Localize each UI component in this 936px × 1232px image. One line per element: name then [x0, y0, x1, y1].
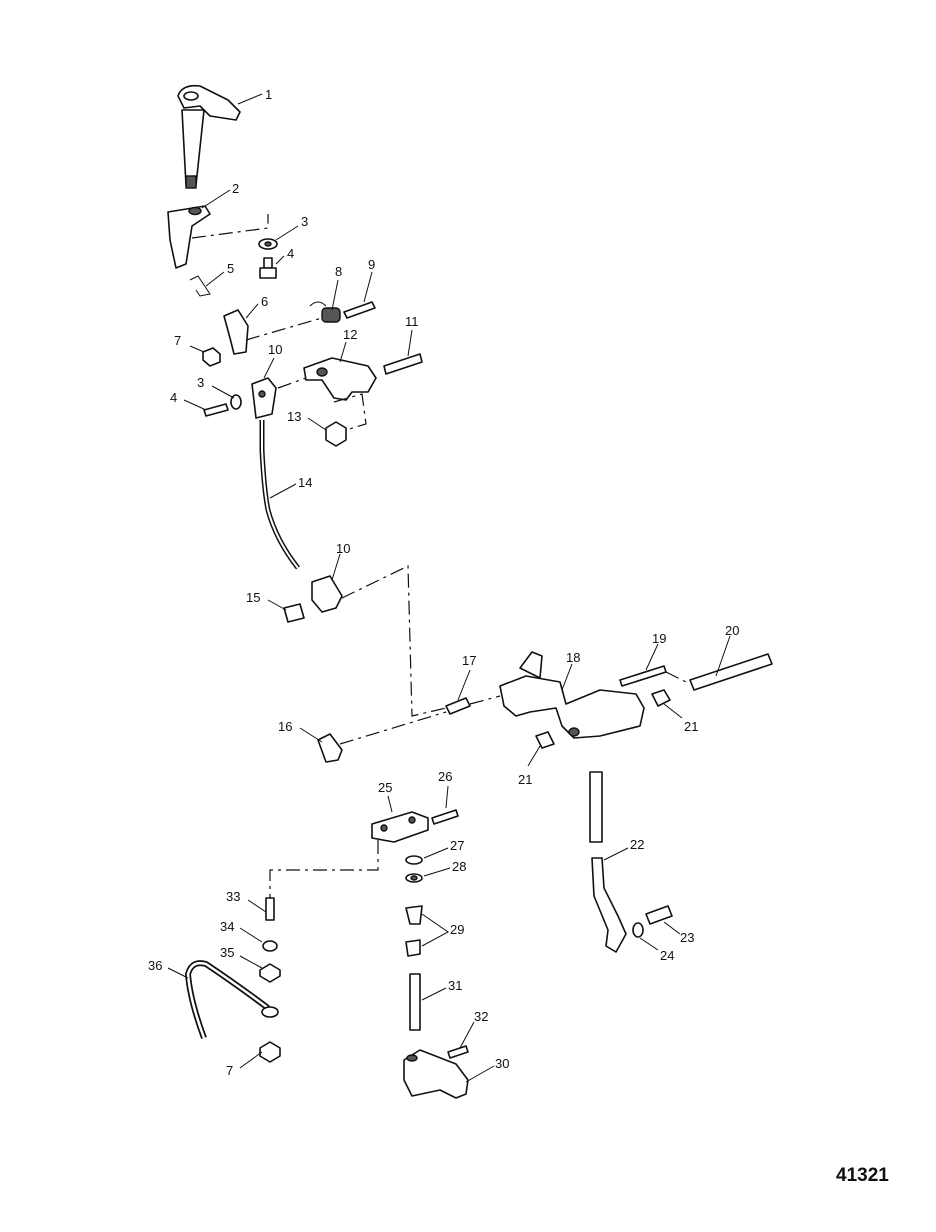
- callout-1: 1: [265, 87, 272, 102]
- callout-21-lower: 21: [518, 772, 532, 787]
- part-7-nut: [202, 347, 221, 367]
- callout-7: 7: [174, 333, 181, 348]
- callout-17: 17: [462, 653, 476, 668]
- callout-9: 9: [368, 257, 375, 272]
- part-21-bushing-lower: [535, 731, 555, 749]
- callout-34: 34: [220, 919, 234, 934]
- callout-24: 24: [660, 948, 674, 963]
- callout-3: 3: [301, 214, 308, 229]
- part-23-bolt: [645, 905, 673, 925]
- callout-16: 16: [278, 719, 292, 734]
- part-27-washer: [405, 855, 423, 865]
- callout-10: 10: [268, 342, 282, 357]
- part-29-bushing-lower: [405, 939, 421, 957]
- part-2-lever: [167, 205, 211, 269]
- callout-35: 35: [220, 945, 234, 960]
- part-13-nut: [325, 421, 347, 447]
- callout-4: 4: [287, 246, 294, 261]
- part-22-rod: [589, 771, 627, 953]
- callout-29: 29: [450, 922, 464, 937]
- callout-23: 23: [680, 930, 694, 945]
- part-29-bushing: [405, 905, 423, 925]
- part-3-washer-hole: [264, 241, 272, 247]
- part-35-nut: [259, 963, 281, 983]
- callout-11: 11: [405, 314, 419, 329]
- part-9-stud: [343, 301, 376, 319]
- part-30-lever: [403, 1049, 469, 1099]
- callout-5: 5: [227, 261, 234, 276]
- part-15-screw: [283, 603, 305, 623]
- callout-7-lower: 7: [226, 1063, 233, 1078]
- figure-number: 41321: [836, 1165, 889, 1186]
- callout-19: 19: [652, 631, 666, 646]
- callout-30: 30: [495, 1056, 509, 1071]
- callout-14: 14: [298, 475, 312, 490]
- callout-28: 28: [452, 859, 466, 874]
- callout-22: 22: [630, 837, 644, 852]
- part-31-shaft: [409, 973, 421, 1031]
- part-7-nut-lower: [259, 1041, 281, 1063]
- part-17-bolt: [445, 697, 471, 715]
- part-32-pin: [447, 1045, 469, 1059]
- part-34-washer: [262, 940, 278, 952]
- part-8-spring: [309, 301, 341, 323]
- callout-18: 18: [566, 650, 580, 665]
- assembly-lines: [191, 214, 691, 898]
- part-4-screw: [259, 257, 277, 279]
- callout-4-lower: 4: [170, 390, 177, 405]
- callout-12: 12: [343, 327, 357, 342]
- part-10-clevis: [251, 377, 277, 419]
- callout-25: 25: [378, 780, 392, 795]
- part-1-shift-shaft: [177, 84, 241, 189]
- part-12-arm: [303, 357, 377, 401]
- callout-21: 21: [684, 719, 698, 734]
- part-19-pin: [619, 665, 667, 687]
- part-21-bushing: [651, 689, 671, 707]
- part-18-lever-assembly: [499, 651, 645, 739]
- part-6-bracket: [223, 309, 249, 355]
- part-4-screw-lower: [203, 403, 229, 417]
- callout-33: 33: [226, 889, 240, 904]
- callout-27: 27: [450, 838, 464, 853]
- part-11-stud: [383, 353, 423, 375]
- part-24-washer: [632, 922, 644, 938]
- part-25-link: [371, 811, 429, 843]
- part-33-stud: [265, 897, 275, 921]
- part-16-cap: [317, 733, 343, 763]
- callout-32: 32: [474, 1009, 488, 1024]
- part-3-washer-lower: [230, 394, 242, 410]
- callouts: 1 2 3 4 5 6 7 8 9 10 11 12 3 4 13 14 10: [148, 87, 739, 1083]
- part-5-clip: [189, 275, 211, 297]
- callout-13: 13: [287, 409, 301, 424]
- callout-26: 26: [438, 769, 452, 784]
- callout-3-lower: 3: [197, 375, 204, 390]
- part-36-bent-rod: [184, 960, 279, 1040]
- callout-15: 15: [246, 590, 260, 605]
- callout-31: 31: [448, 978, 462, 993]
- part-20-rod: [689, 653, 773, 691]
- part-26-pin: [431, 809, 459, 825]
- callout-36: 36: [148, 958, 162, 973]
- callout-20: 20: [725, 623, 739, 638]
- part-14-rod: [259, 420, 300, 570]
- callout-2: 2: [232, 181, 239, 196]
- callout-10-lower: 10: [336, 541, 350, 556]
- callout-8: 8: [335, 264, 342, 279]
- part-10-clevis-lower: [311, 575, 343, 613]
- callout-6: 6: [261, 294, 268, 309]
